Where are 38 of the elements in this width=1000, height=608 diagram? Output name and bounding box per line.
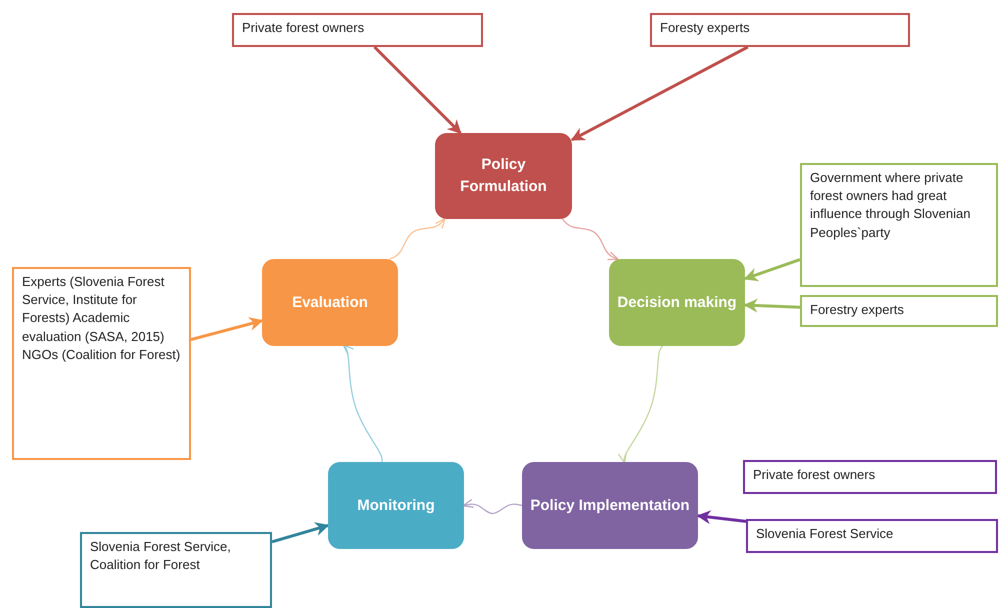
cycle-arrow	[618, 346, 664, 464]
actor-label: Experts (Slovenia Forest Service, Institute for Forests) Academic evaluation (SASA, 2015) NGOs (Coalition for Forest)	[22, 273, 181, 364]
actor-label: Private forest owners	[753, 466, 876, 484]
input-arrow	[696, 510, 746, 524]
actor-box	[650, 13, 910, 47]
input-arrow	[744, 258, 800, 282]
cycle-arrow	[342, 344, 383, 462]
cycle-arrow	[462, 498, 522, 514]
input-arrow	[570, 46, 748, 142]
stage-label: Decision making	[617, 292, 737, 313]
stage-label: Monitoring	[357, 496, 435, 516]
actor-label: Government where private forest owners had great influence through Slovenian Peoples`party	[810, 169, 972, 242]
cycle-arrow	[562, 218, 619, 260]
actor-box	[743, 460, 997, 494]
actor-box	[800, 163, 998, 287]
actor-box	[12, 267, 191, 460]
actor-label: Slovenia Forest Service, Coalition for Forest	[90, 538, 232, 574]
stage-label: Policy Implementation	[530, 496, 690, 516]
cycle-arrow	[389, 218, 446, 260]
stage-box	[609, 259, 745, 346]
actor-box	[232, 13, 483, 47]
actor-label: Private forest owners	[242, 19, 366, 37]
actor-label: Foresty experts	[660, 19, 751, 37]
stage-label: Policy Formulation	[459, 155, 548, 197]
actor-label: Slovenia Forest Service	[756, 525, 894, 543]
stage-box	[435, 133, 572, 219]
actor-box	[746, 519, 998, 553]
input-arrow	[272, 522, 330, 544]
stage-box	[328, 462, 464, 549]
actor-box	[80, 532, 272, 608]
input-arrow	[744, 298, 800, 313]
input-arrow	[373, 46, 462, 134]
stage-label: Evaluation	[292, 292, 368, 313]
actor-label: Forestry experts	[810, 301, 905, 319]
stage-box	[262, 259, 398, 346]
actor-box	[800, 295, 998, 327]
stage-box	[522, 462, 698, 549]
input-arrow	[190, 317, 264, 342]
